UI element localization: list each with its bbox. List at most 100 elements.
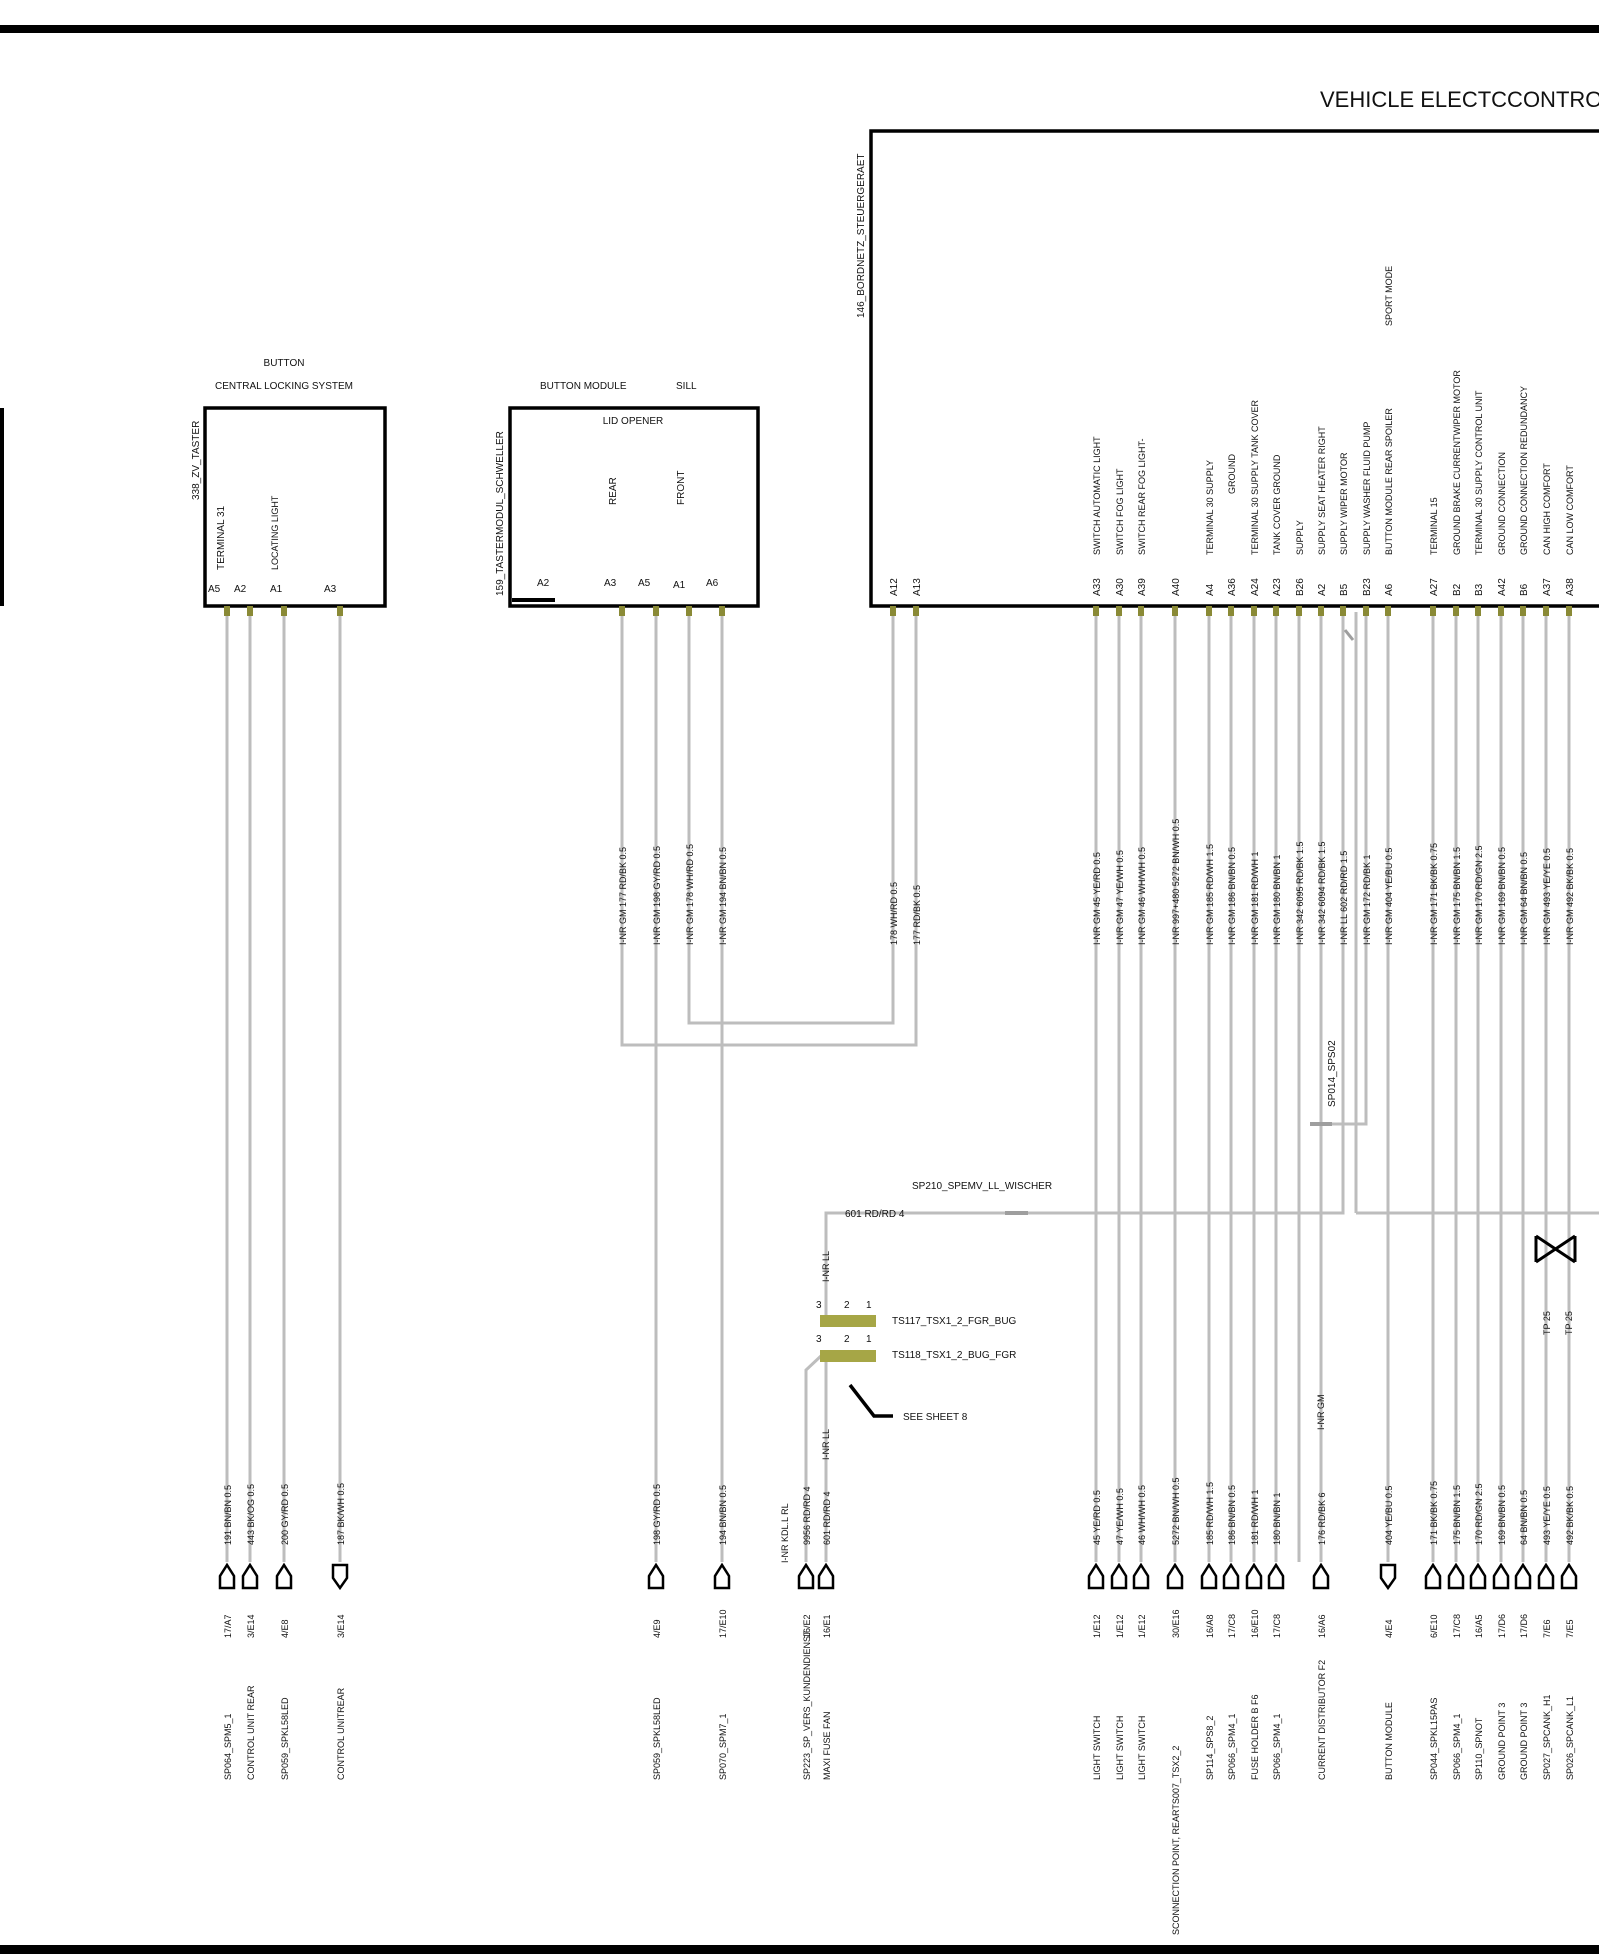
pin-stub <box>1296 606 1302 616</box>
connector-symbol <box>713 1562 731 1590</box>
function-label: SUPPLY WASHER FLUID PUMP <box>1362 422 1372 555</box>
function-label: SWITCH REAR FOG LIGHT- <box>1137 438 1147 555</box>
function-label: CAN HIGH COMFORT <box>1542 463 1552 555</box>
wire <box>1319 612 1368 1126</box>
wire-label: 186 BN/BN 0.5 <box>1227 1485 1237 1545</box>
pin-stub <box>1251 606 1257 616</box>
function-label: SUPPLY <box>1295 520 1305 555</box>
connector-symbol <box>1424 1562 1442 1590</box>
function-label: CAN LOW COMFORT <box>1565 465 1575 555</box>
pin-stub <box>1520 606 1526 616</box>
destination-label: SP027_SPCANK_H1 <box>1542 1694 1552 1780</box>
grid-reference: 4/E8 <box>280 1619 290 1638</box>
grid-reference: 1/E12 <box>1137 1614 1147 1638</box>
pin-stub <box>1228 606 1234 616</box>
destination-label: GROUND POINT 3 <box>1497 1703 1507 1780</box>
connector-symbol <box>275 1562 293 1590</box>
component-header: SILL <box>676 381 697 392</box>
terminal-pin: 3 <box>816 1334 822 1345</box>
pin-stub <box>1138 606 1144 616</box>
function-label: SUPPLY WIPER MOTOR <box>1339 452 1349 555</box>
function-label: GROUND BRAKE CURRENTWIPER MOTOR <box>1452 370 1462 555</box>
wire-runs <box>225 612 1599 1562</box>
wire-label: 194 BN/BN 0.5 <box>718 1485 728 1545</box>
pin-label: A37 <box>1542 578 1553 596</box>
terminal-pin: 1 <box>866 1300 872 1311</box>
function-label: GROUND CONNECTION REDUNDANCY <box>1519 386 1529 555</box>
inline-wire-label: I-NR KDL.L RL <box>780 1503 790 1563</box>
wire-label: 46 WH/WH 0.5 <box>1137 1485 1147 1545</box>
wire-label: I-NR GM 492 BK/BK 0.5 <box>1565 848 1575 945</box>
wire-label: I-NR GM 493 YE/YE 0.5 <box>1542 848 1552 945</box>
wire-label: 198 GY/RD 0.5 <box>652 1484 662 1545</box>
grid-reference: 17/C8 <box>1272 1614 1282 1638</box>
destination-label: GROUND POINT 3 <box>1519 1703 1529 1780</box>
grid-reference: 17/D6 <box>1519 1614 1529 1638</box>
function-label: TANK COVER GROUND <box>1272 454 1282 555</box>
connector-symbol <box>1469 1562 1487 1590</box>
wire-label: 191 BN/BN 0.5 <box>223 1485 233 1545</box>
component-box <box>869 129 1599 608</box>
inline-wire-label: I-NR LL <box>821 1429 831 1460</box>
connector-symbol <box>331 1563 349 1591</box>
connector-symbol <box>1200 1562 1218 1590</box>
pin-label: B26 <box>1295 578 1306 596</box>
inline-wire-label: TP 25 <box>1564 1311 1574 1335</box>
wire-label: 492 BK/BK 0.5 <box>1565 1486 1575 1545</box>
wire-label: 601 RD/RD 4 <box>822 1491 832 1545</box>
wire-label: I-NR 997+480 5272 BN/WH 0.5 <box>1171 819 1181 945</box>
destination-label: LIGHT SWITCH <box>1137 1716 1147 1780</box>
pin-stub <box>686 606 692 616</box>
grid-reference: 16/E1 <box>822 1614 832 1638</box>
wire-label: I-NR GM 169 BN/BN 0.5 <box>1497 847 1507 945</box>
component-ref: 159_TASTERMODUL_SCHWELLER <box>495 431 506 596</box>
function-label: TERMINAL 30 SUPPLY TANK COVER <box>1250 399 1260 555</box>
function-label: SPORT MODE <box>1384 266 1394 326</box>
destination-label: MAXI FUSE FAN <box>822 1711 832 1780</box>
pin-stub <box>1430 606 1436 616</box>
wire-label: I-NR GM 45 YE/RD 0.5 <box>1092 852 1102 945</box>
wire-label: I-NR GM 172 RD/BK 1 <box>1362 854 1372 945</box>
wire-label: 176 RD/BK 6 <box>1317 1492 1327 1545</box>
grid-reference: 1/E12 <box>1092 1614 1102 1638</box>
destination-label: SP070_SPM7_1 <box>718 1713 728 1780</box>
function-label: FRONT <box>676 471 687 505</box>
terminal-pin: 1 <box>866 1334 872 1345</box>
function-label: BUTTON MODULE REAR SPOILER <box>1384 408 1394 555</box>
pin-label: A1 <box>270 584 283 595</box>
pin-label: A33 <box>1092 578 1103 596</box>
component-inner-label: LID OPENER <box>603 416 664 427</box>
component-header: CENTRAL LOCKING SYSTEM <box>215 381 353 392</box>
component-tastermodul-schweller: BUTTON MODULE SILL LID OPENER 159_TASTER… <box>495 381 760 608</box>
pin-label: A12 <box>889 578 900 596</box>
connector-symbol <box>797 1562 815 1590</box>
pin-label: A42 <box>1497 578 1508 596</box>
pin-stub <box>913 606 919 616</box>
wire-label: 169 BN/BN 0.5 <box>1497 1485 1507 1545</box>
function-label: REAR <box>608 477 619 505</box>
wire-label: I-NR 342 6094 RD/BK 1.5 <box>1317 841 1327 945</box>
grid-reference: 16/E2 <box>802 1614 812 1638</box>
wire-label: I-NR GM 186 BN/BN 0.5 <box>1227 847 1237 945</box>
module-pin-stubs <box>224 606 919 616</box>
splice-label: SP014_SPS02 <box>1327 1040 1338 1107</box>
wire <box>620 612 918 1047</box>
pin-stub <box>281 606 287 616</box>
pin-stub <box>1543 606 1549 616</box>
grid-reference: 16/A5 <box>1474 1614 1484 1638</box>
connector-symbol <box>1514 1562 1532 1590</box>
destination-label: SP114_SPS8_2 <box>1205 1716 1215 1780</box>
wire-label: 9956 RD/RD 4 <box>802 1486 812 1545</box>
connector-symbol <box>1110 1562 1128 1590</box>
grid-reference: 17/C8 <box>1227 1614 1237 1638</box>
wire-label: I-NR GM 181 RD/WH 1 <box>1250 851 1260 945</box>
connector-symbol <box>1560 1562 1578 1590</box>
wire-label: 177 RD/BK 0.5 <box>912 885 922 945</box>
grid-reference: 4/E9 <box>652 1619 662 1638</box>
function-label: SUPPLY SEAT HEATER RIGHT <box>1317 426 1327 555</box>
pin-stub <box>1093 606 1099 616</box>
component-header: BUTTON MODULE <box>540 381 627 392</box>
grid-reference: 6/E10 <box>1429 1614 1439 1638</box>
connector-symbol <box>1447 1562 1465 1590</box>
